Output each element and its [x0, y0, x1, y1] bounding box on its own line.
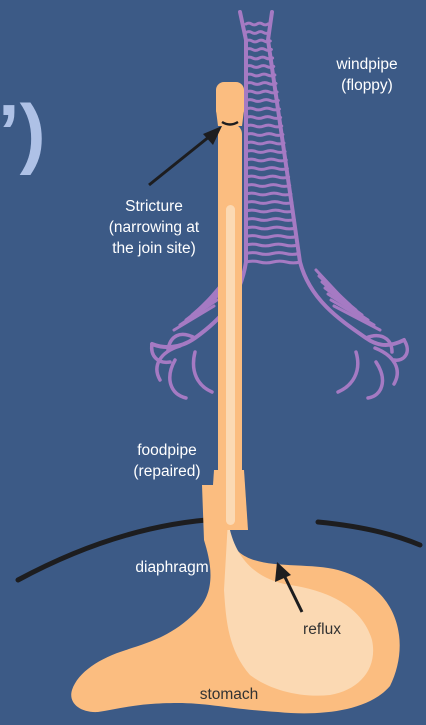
stricture-label-line-1: Stricture	[80, 196, 228, 217]
windpipe-label-line-2: (floppy)	[322, 75, 412, 96]
windpipe-ring	[246, 57, 273, 59]
windpipe-ring	[246, 202, 292, 204]
windpipe-ring	[246, 227, 295, 229]
windpipe-ring	[246, 66, 274, 68]
windpipe-ring	[246, 125, 282, 127]
windpipe-ring	[246, 83, 276, 85]
windpipe-ring	[246, 74, 275, 76]
foodpipe-label-line-2: (repaired)	[112, 461, 222, 482]
windpipe-label-line-1: windpipe	[322, 54, 412, 75]
windpipe-ring	[246, 134, 283, 136]
stricture-arrow	[149, 126, 222, 185]
bronchus-branch-right	[338, 352, 358, 392]
stomach-label: stomach	[174, 684, 284, 705]
reflux-label: reflux	[282, 619, 362, 640]
windpipe-ring	[246, 23, 268, 25]
windpipe-ring	[246, 244, 298, 246]
windpipe-ring	[246, 117, 281, 119]
windpipe-ring	[246, 108, 279, 110]
windpipe-ring	[246, 193, 291, 195]
diaphragm-right-curve	[318, 522, 420, 545]
windpipe-ring	[246, 253, 299, 255]
diaphragm-label: diaphragm	[112, 557, 232, 578]
windpipe-ring	[246, 210, 293, 212]
stricture-label: Stricture (narrowing at the join site)	[80, 196, 228, 259]
bronchus-ring-left	[180, 300, 217, 325]
windpipe-ring	[246, 49, 271, 51]
windpipe-ring	[246, 151, 285, 153]
windpipe-ring	[246, 159, 286, 161]
bronchus-branch-left	[170, 360, 186, 398]
windpipe-ring	[246, 185, 290, 187]
foodpipe-label: foodpipe (repaired)	[112, 440, 222, 482]
windpipe-ring	[246, 40, 270, 42]
bronchus-branch-right	[368, 362, 382, 398]
windpipe-ring	[246, 261, 300, 263]
windpipe-label: windpipe (floppy)	[322, 54, 412, 96]
windpipe-ring	[246, 168, 287, 170]
stricture-label-line-3: the join site)	[80, 238, 228, 259]
windpipe-ring	[246, 219, 294, 221]
windpipe-ring	[246, 32, 269, 34]
windpipe-ring	[246, 236, 297, 238]
bronchus-branch-left	[194, 352, 212, 392]
bronchus-ring-right	[331, 300, 374, 325]
stricture-label-line-2: (narrowing at	[80, 217, 228, 238]
windpipe-ring	[246, 142, 284, 144]
windpipe-ring	[246, 176, 289, 178]
foodpipe-label-line-1: foodpipe	[112, 440, 222, 461]
cropped-text-fragment: ’)	[0, 92, 46, 172]
windpipe-ring	[246, 100, 278, 102]
windpipe-ring	[246, 91, 277, 93]
